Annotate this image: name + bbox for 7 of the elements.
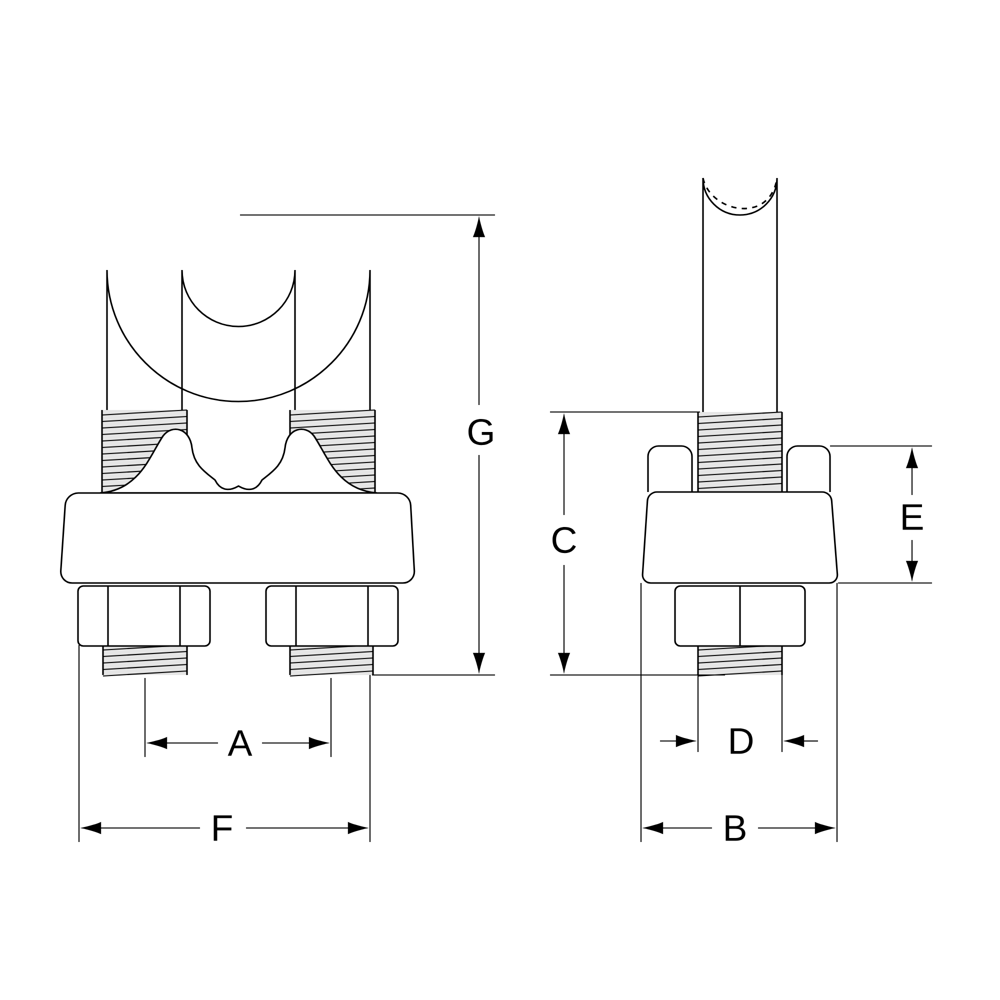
dimension-label: C: [552, 526, 576, 554]
dimension-label: D: [730, 728, 753, 754]
dimension-label: E: [902, 504, 923, 530]
dimension-label: G: [468, 418, 493, 446]
dimension-label: F: [214, 815, 232, 841]
dimension-label: A: [228, 730, 252, 756]
dimension-label: B: [726, 815, 746, 841]
